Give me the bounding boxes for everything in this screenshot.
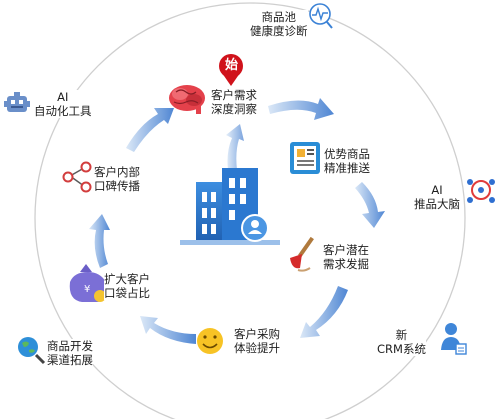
svg-text:¥: ¥ bbox=[84, 284, 90, 295]
arrow-7 bbox=[226, 124, 244, 170]
building-icon bbox=[180, 168, 280, 245]
outer-label-top-left-line1: AI bbox=[57, 90, 69, 104]
outer-label-bottom-left: 商品开发 渠道拓展 bbox=[47, 339, 93, 367]
outer-label-right: AI 推品大脑 bbox=[414, 183, 460, 211]
step-1-line2: 深度洞察 bbox=[211, 102, 257, 116]
step-4-line1: 客户采购 bbox=[234, 327, 280, 341]
outer-label-top-line2: 健康度诊断 bbox=[250, 24, 308, 38]
smiley-icon bbox=[197, 328, 223, 354]
step-6-line1: 客户内部 bbox=[94, 165, 140, 179]
step-3-line1: 客户潜在 bbox=[323, 243, 369, 257]
arrow-4 bbox=[140, 316, 196, 344]
brain-icon bbox=[169, 85, 205, 114]
step-2-line2: 精准推送 bbox=[324, 161, 370, 175]
start-badge: 始 bbox=[225, 59, 238, 73]
crm-person-icon bbox=[441, 323, 467, 355]
health-monitor-icon bbox=[309, 3, 333, 29]
start-badge-text: 始 bbox=[225, 58, 239, 73]
share-icon bbox=[62, 161, 92, 193]
arrow-2 bbox=[355, 182, 385, 228]
step-6-label: 客户内部 口碑传播 bbox=[94, 165, 140, 193]
outer-label-bottom-right-line2: CRM系统 bbox=[377, 342, 426, 356]
outer-label-top: 商品池 健康度诊断 bbox=[250, 10, 308, 38]
step-1-label: 客户需求 深度洞察 bbox=[211, 88, 257, 116]
robot-icon bbox=[4, 92, 30, 112]
start-pin-icon bbox=[219, 54, 243, 86]
step-4-line2: 体验提升 bbox=[234, 341, 280, 355]
outer-label-top-line1: 商品池 bbox=[261, 10, 297, 24]
network-icon bbox=[467, 179, 495, 203]
outer-label-bottom-left-line1: 商品开发 bbox=[47, 339, 93, 353]
shovel-icon bbox=[290, 236, 314, 272]
cycle-arrows bbox=[89, 98, 385, 344]
outer-label-right-line1: AI bbox=[431, 183, 443, 197]
step-2-line1: 优势商品 bbox=[324, 147, 370, 161]
step-3-label: 客户潜在 需求发掘 bbox=[323, 243, 369, 271]
outer-label-right-line2: 推品大脑 bbox=[414, 197, 460, 211]
step-5-line1: 扩大客户 bbox=[104, 272, 150, 286]
arrow-5 bbox=[89, 214, 110, 268]
arrow-1 bbox=[268, 98, 334, 120]
newspaper-icon bbox=[290, 142, 320, 174]
arrow-6 bbox=[126, 108, 174, 152]
outer-label-bottom-left-line2: 渠道拓展 bbox=[47, 353, 93, 367]
step-1-line1: 客户需求 bbox=[211, 88, 257, 102]
outer-label-bottom-right: 新 CRM系统 bbox=[377, 328, 426, 356]
step-5-line2: 口袋占比 bbox=[104, 286, 150, 300]
step-5-label: 扩大客户 口袋占比 bbox=[104, 272, 150, 300]
globe-search-icon bbox=[18, 337, 46, 365]
step-2-label: 优势商品 精准推送 bbox=[324, 147, 370, 175]
outer-label-top-left-line2: 自动化工具 bbox=[34, 104, 92, 118]
outer-label-bottom-right-line1: 新 bbox=[395, 328, 408, 342]
step-3-line2: 需求发掘 bbox=[323, 257, 369, 271]
outer-label-top-left: AI 自动化工具 bbox=[34, 90, 92, 118]
step-4-label: 客户采购 体验提升 bbox=[234, 327, 280, 355]
money-bag-icon: ¥ bbox=[69, 264, 107, 302]
arrow-3 bbox=[300, 286, 348, 338]
outer-ring bbox=[34, 2, 466, 419]
step-6-line2: 口碑传播 bbox=[94, 179, 140, 193]
